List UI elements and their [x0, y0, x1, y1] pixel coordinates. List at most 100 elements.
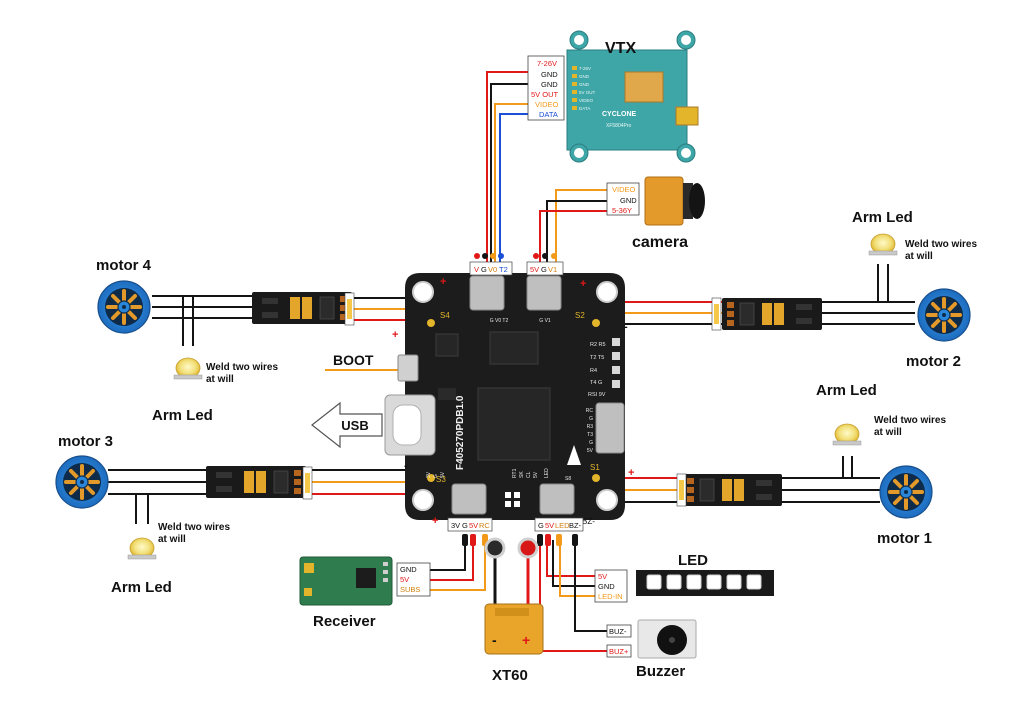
- hdr-rx: RC: [479, 521, 490, 530]
- vtx-brand: CYCLONE: [602, 111, 637, 118]
- weld-note-4b: at will: [206, 374, 234, 385]
- led-pin: GND: [598, 582, 615, 591]
- power-tag-4: [344, 292, 355, 326]
- vtx-model: XF5804Pro: [606, 123, 632, 129]
- cam-pin: 5-36Y: [612, 206, 632, 215]
- vtx-pin-box: 7-26V GND GND 5V OUT VIDEO DATA: [527, 55, 565, 121]
- vtx-pin: GND: [541, 80, 558, 89]
- hdr-vtx: V: [474, 265, 479, 274]
- pad-label-top2: G V1: [539, 318, 551, 324]
- cam-pin: VIDEO: [612, 185, 636, 194]
- pad-s3: S3: [436, 475, 446, 484]
- vtx-pin-label: GND: [579, 82, 590, 87]
- pad-col: T3: [587, 432, 593, 438]
- arm-led-4-icon: [173, 357, 203, 380]
- hdr-ledbz: BZ-: [569, 521, 582, 530]
- hdr-ledbz: G: [538, 521, 544, 530]
- pad-col: G: [589, 440, 593, 446]
- hdr-rx: G: [462, 521, 468, 530]
- esc-3: [205, 465, 307, 499]
- xt60-label: XT60: [492, 667, 528, 684]
- motor-4-label: motor 4: [96, 257, 152, 274]
- camera-pin-box: VIDEO GND 5-36Y: [606, 182, 640, 216]
- vtx-pin-label: 5V OUT: [579, 90, 596, 95]
- minus-mark: -: [404, 460, 408, 472]
- board-model-text: F405270PDB1.0: [455, 395, 466, 470]
- vtx-pin-label: DATA: [579, 106, 590, 111]
- cam-pin: GND: [620, 196, 637, 205]
- receiver-pin-box: GND 5V SUBS: [396, 562, 431, 597]
- xt60-connector: [484, 537, 544, 655]
- cam-header: 5V G V1: [526, 253, 564, 276]
- receiver-label: Receiver: [313, 613, 376, 630]
- rx-pin: SUBS: [400, 585, 420, 594]
- led-pin: LED-IN: [598, 592, 623, 601]
- motor-4-icon: [96, 279, 152, 335]
- camera-label: camera: [632, 234, 688, 251]
- hdr-vtx: V0: [488, 265, 497, 274]
- pad-row: T4 G: [590, 380, 602, 386]
- hdr-cam: 5V: [530, 265, 539, 274]
- hdr-vtx: G: [481, 265, 487, 274]
- pad-s4: S4: [440, 311, 450, 320]
- hdr-cam: V1: [548, 265, 557, 274]
- pad-bl: G: [433, 474, 439, 478]
- camera-module: [644, 176, 705, 226]
- power-tag-2: [711, 297, 722, 331]
- arm-led-4-label: Arm Led: [152, 407, 213, 424]
- vtx-pin: VIDEO: [535, 100, 559, 109]
- motor-1-label: motor 1: [877, 530, 932, 547]
- plus-mark: +: [440, 276, 446, 288]
- rx-pin: 5V: [400, 575, 409, 584]
- wires: [108, 71, 915, 652]
- motor-3-icon: [54, 454, 110, 510]
- motor-2-label: motor 2: [906, 353, 961, 370]
- pad-bottom: RT1: [512, 468, 518, 478]
- buz-pin: BUZ-: [609, 627, 627, 636]
- power-tag-3: [302, 466, 313, 500]
- buzzer-module: [637, 619, 697, 659]
- led-label: LED: [678, 552, 708, 569]
- pad-bottom: 5V: [533, 471, 539, 478]
- hdr-rx: 5V: [469, 521, 478, 530]
- led-pin-box: 5V GND LED-IN: [594, 569, 628, 603]
- vtx-module: 7-26V GND GND 5V OUT VIDEO DATA CYCLONE …: [566, 30, 699, 163]
- pad-row: R4: [590, 368, 597, 374]
- esc-4: [251, 291, 353, 325]
- hdr-ledbz: 5V: [545, 521, 554, 530]
- vtx-pin: 7-26V: [537, 59, 557, 68]
- xt60-minus: -: [492, 632, 497, 648]
- pad-br: S8: [565, 476, 571, 482]
- weld-note-4a: Weld two wires: [206, 362, 278, 373]
- usb-label: USB: [341, 418, 368, 433]
- minus-mark: -: [624, 321, 628, 333]
- right-col-labels: RC G R3 T3 G 5V: [586, 408, 594, 454]
- led-pin: 5V: [598, 572, 607, 581]
- plus-mark: +: [392, 329, 398, 341]
- plus-mark: +: [580, 278, 586, 290]
- arm-led-2-icon: [868, 233, 898, 256]
- pad-col: RC: [586, 408, 594, 414]
- boot-label: BOOT: [333, 352, 374, 368]
- hdr-cam: G: [541, 265, 547, 274]
- usb-port: [384, 394, 436, 456]
- vtx-pin: 5V OUT: [531, 90, 559, 99]
- rx-header: 3V G 5V RC: [447, 517, 493, 546]
- hdr-ledbz: LED: [555, 521, 570, 530]
- pad-row: R2 R5: [590, 342, 606, 348]
- pad-br: BZ-: [582, 517, 595, 526]
- pad-col: 5V: [587, 448, 594, 454]
- esc-2: [721, 297, 823, 331]
- arm-led-3-icon: [127, 537, 157, 560]
- weld-note-3a: Weld two wires: [158, 522, 230, 533]
- usb-arrow: USB: [311, 401, 383, 449]
- receiver-module: [299, 556, 393, 606]
- pad-bottom: SK: [519, 471, 525, 478]
- weld-note-2b: at will: [905, 251, 933, 262]
- motor-3-label: motor 3: [58, 433, 113, 450]
- arm-led-1-label: Arm Led: [816, 382, 877, 399]
- buz-pin: BUZ+: [609, 647, 629, 656]
- pad-led-mid: LED: [544, 468, 550, 478]
- arm-led-3-label: Arm Led: [111, 579, 172, 596]
- ledbz-header: G 5V LED BZ-: [534, 517, 584, 546]
